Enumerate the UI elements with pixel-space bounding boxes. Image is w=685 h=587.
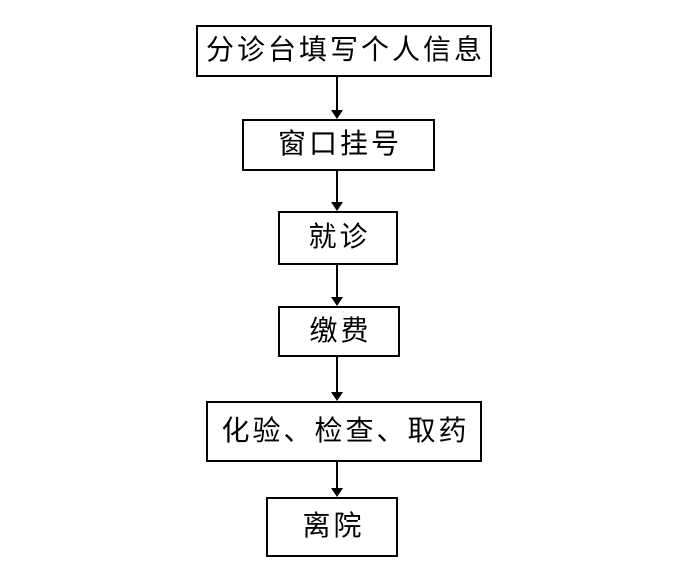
step-label: 化验、检查、取药	[221, 415, 470, 447]
step-tests-exams-medicine: 化验、检查、取药	[206, 401, 482, 462]
step-label: 分诊台填写个人信息	[205, 35, 485, 66]
flow-arrow-2-3-down-icon	[331, 171, 343, 211]
step-payment: 缴费	[278, 306, 400, 357]
flow-arrow-4-5-down-icon	[331, 357, 343, 401]
step-window-registration: 窗口挂号	[242, 119, 435, 171]
flow-arrow-1-2-down-icon	[331, 77, 343, 119]
step-discharge: 离院	[266, 497, 398, 557]
step-label: 缴费	[309, 315, 372, 347]
step-label: 离院	[302, 511, 365, 542]
flow-arrow-5-6-down-icon	[331, 462, 343, 497]
flow-arrow-3-4-down-icon	[331, 265, 343, 306]
step-label: 窗口挂号	[277, 129, 402, 160]
step-triage-personal-info: 分诊台填写个人信息	[196, 25, 492, 77]
step-label: 就诊	[308, 222, 371, 253]
step-consultation: 就诊	[278, 211, 398, 265]
